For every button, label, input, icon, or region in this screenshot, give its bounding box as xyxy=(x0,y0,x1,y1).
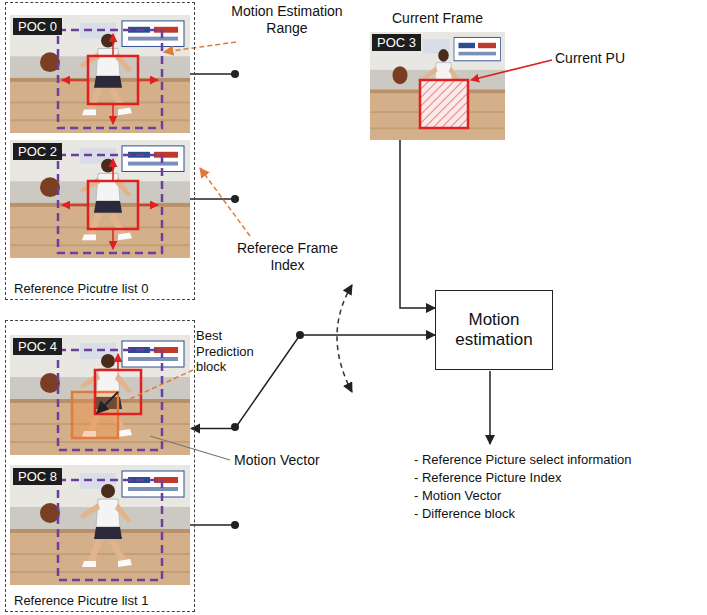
current-frame: Current FramePOC 3 xyxy=(370,32,505,140)
switch-contact xyxy=(231,195,239,203)
reference-frame: POC 2 xyxy=(11,141,191,259)
selector-arc xyxy=(337,285,352,392)
frame-picture xyxy=(10,335,190,455)
output-item: - Reference Picture Index xyxy=(414,470,561,486)
list-caption: Reference Picutre list 1 xyxy=(14,593,148,608)
search-arrow xyxy=(112,159,114,181)
reference-frame: POC 4 xyxy=(11,336,191,456)
output-item: - Motion Vector xyxy=(414,488,501,504)
candidate-block xyxy=(88,56,138,104)
reference-frame: POC 8 xyxy=(11,466,191,586)
search-arrow xyxy=(62,204,88,206)
motion-vector-arrow xyxy=(97,392,118,413)
search-arrow xyxy=(112,34,114,56)
frame-wire xyxy=(190,73,235,75)
leader-line xyxy=(164,42,236,52)
candidate-block xyxy=(95,370,141,414)
frame-badge: POC 0 xyxy=(13,18,62,35)
output-arrow xyxy=(489,371,491,444)
frame-badge: POC 2 xyxy=(13,143,62,160)
search-range xyxy=(58,155,162,253)
search-arrow xyxy=(112,104,114,124)
reference-list-box: POC 4 POC 8 Reference Picutre list 1 xyxy=(5,320,195,612)
frame-picture xyxy=(10,465,190,585)
search-range xyxy=(58,350,162,450)
switch-contact xyxy=(231,70,239,78)
connector-arrow xyxy=(400,140,435,308)
leader-line xyxy=(471,60,552,80)
search-range xyxy=(58,30,162,128)
search-arrow xyxy=(112,229,114,249)
search-range xyxy=(58,480,162,580)
callout-label: Current PU xyxy=(555,50,625,67)
leader-line xyxy=(121,370,193,403)
search-arrow xyxy=(138,204,158,206)
frame-badge: POC 4 xyxy=(13,338,62,355)
candidate-block xyxy=(88,181,138,229)
output-item: - Reference Picture select information xyxy=(414,452,631,468)
process-label: Motion estimation xyxy=(436,306,552,355)
frame-wire xyxy=(190,524,235,526)
callout-label: Best Prediction block xyxy=(196,328,266,375)
reference-list-box: POC 0 POC 2 Reference Picutre list 0 xyxy=(5,2,195,300)
frame-wire xyxy=(190,198,235,200)
frame-badge: POC 3 xyxy=(372,34,421,51)
frame-badge: POC 8 xyxy=(13,468,62,485)
frame-picture xyxy=(10,140,190,258)
search-arrow xyxy=(62,79,88,81)
frame-picture xyxy=(370,32,505,140)
leader-line xyxy=(200,168,250,236)
frame-title: Current Frame xyxy=(370,10,505,26)
switch-contact xyxy=(231,521,239,529)
list-caption: Reference Picutre list 0 xyxy=(14,281,148,296)
process-box: Motion estimation xyxy=(435,290,553,370)
callout-label: Motion Vector xyxy=(234,452,320,469)
leader-line xyxy=(150,436,230,460)
frame-picture xyxy=(10,15,190,133)
callout-label: Motion Estimation Range xyxy=(222,3,352,37)
search-arrow xyxy=(138,79,158,81)
search-arrow xyxy=(117,354,119,370)
current-pu-block xyxy=(420,80,468,128)
output-item: - Difference block xyxy=(414,506,515,522)
reference-frame: POC 0 xyxy=(11,16,191,134)
callout-label: Referece Frame Index xyxy=(230,240,345,274)
